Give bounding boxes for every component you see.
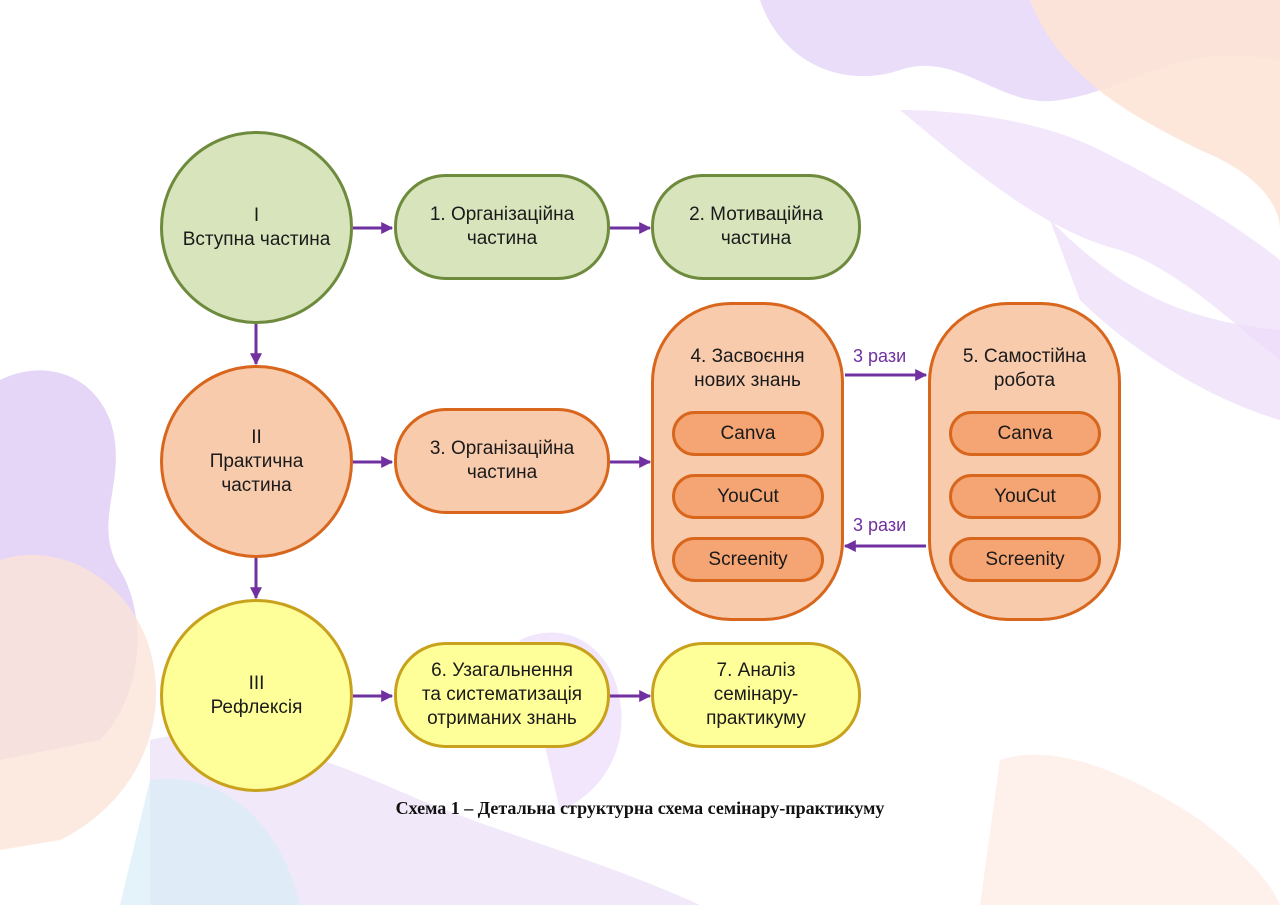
tool-youcut: YouCut [949, 474, 1101, 519]
step-knowledge-acquisition: 4. Засвоєння нових знань Canva YouCut Sc… [651, 302, 844, 621]
stage-reflection: III Рефлексія [160, 599, 353, 792]
loop-label-forward: 3 рази [853, 346, 907, 366]
tool-screenity: Screenity [949, 537, 1101, 582]
tool-canva: Canva [672, 411, 824, 456]
step-independent-title: 5. Самостійна робота [962, 346, 1087, 391]
figure-caption: Схема 1 – Детальна структурна схема семі… [395, 798, 885, 818]
tool-screenity: Screenity [672, 537, 824, 582]
loop-label-back: 3 рази [853, 515, 907, 535]
step-knowledge-title: 4. Засвоєння нових знань [690, 346, 805, 391]
step-generalization: 6. Узагальнення та систематизація отрима… [394, 642, 610, 748]
step-motivational: 2. Мотиваційна частина [651, 174, 861, 280]
tool-canva: Canva [949, 411, 1101, 456]
step-analysis: 7. Аналіз семінару- практикуму [651, 642, 861, 748]
stage-practical: II Практична частина [160, 365, 353, 558]
step-organizational-3: 3. Організаційна частина [394, 408, 610, 514]
step-independent-work: 5. Самостійна робота Canva YouCut Screen… [928, 302, 1121, 621]
stage-intro: I Вступна частина [160, 131, 353, 324]
step-organizational-1: 1. Організаційна частина [394, 174, 610, 280]
tool-youcut: YouCut [672, 474, 824, 519]
